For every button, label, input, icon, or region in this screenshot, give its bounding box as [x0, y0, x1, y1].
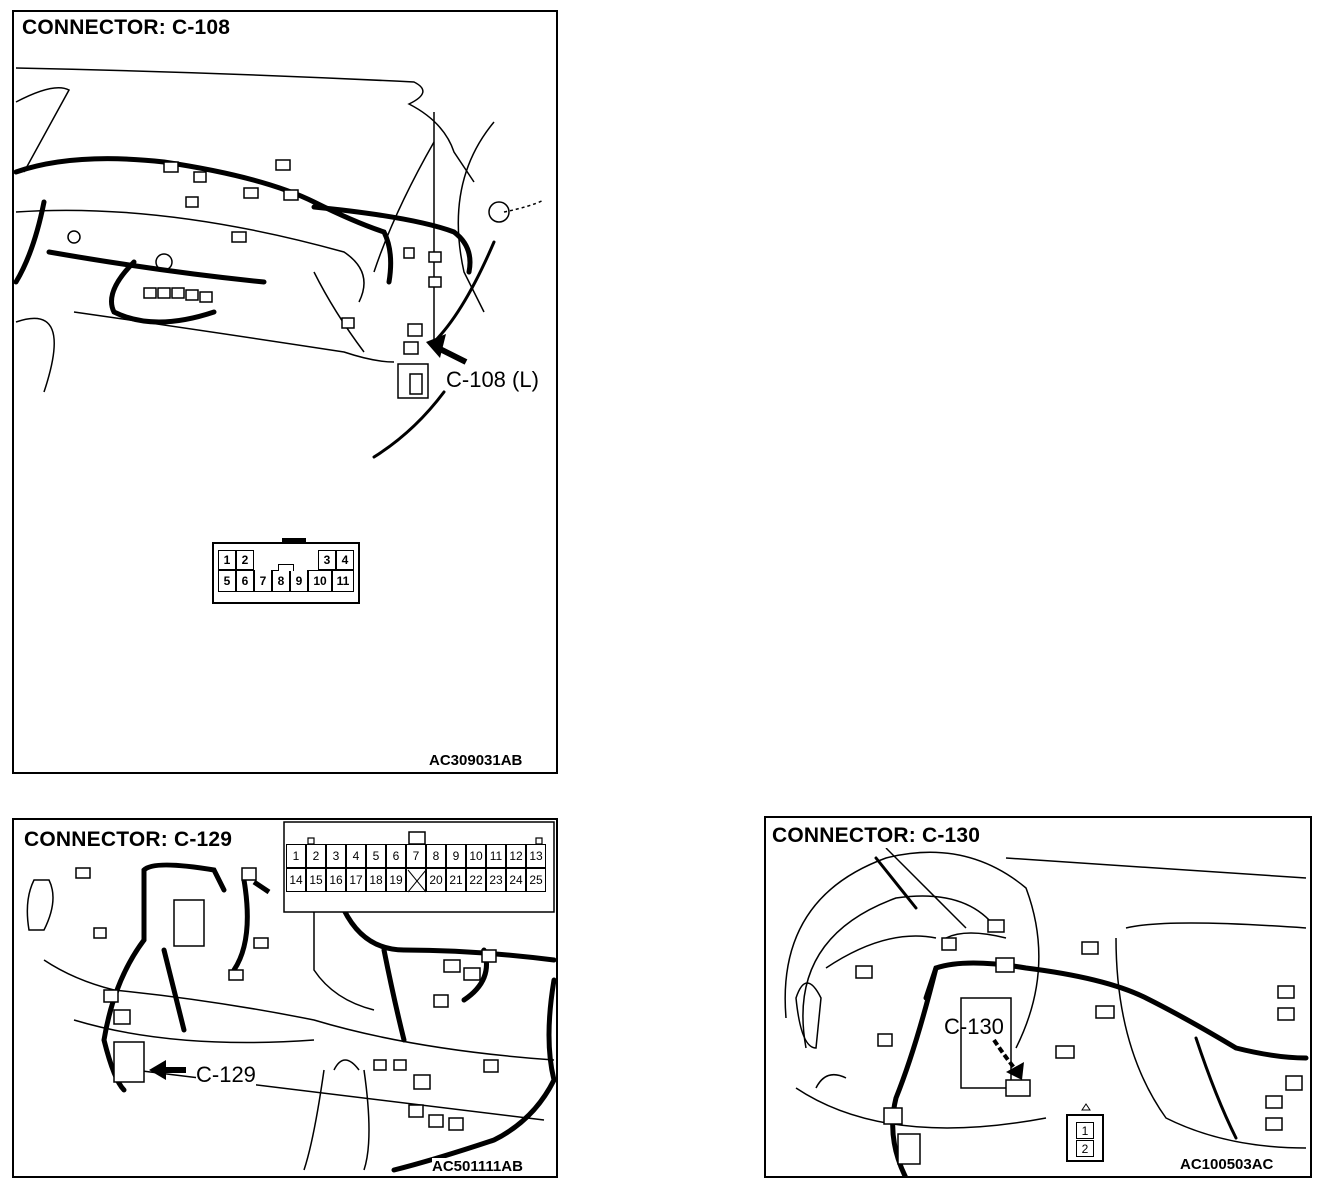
c129-pin: 20 [426, 868, 446, 892]
c108-title: CONNECTOR: C-108 [22, 16, 231, 40]
c108-pin: 10 [308, 570, 332, 592]
c129-pin: 4 [346, 844, 366, 868]
connector-c108-panel: CONNECTOR: C-108 C-108 (L) 1 2 3 4 5 6 7… [12, 10, 558, 774]
c108-pin: 3 [318, 550, 336, 570]
c129-pin: 25 [526, 868, 546, 892]
c130-connector-face: 1 2 [1066, 1114, 1104, 1162]
c129-pin: 8 [426, 844, 446, 868]
c108-pin: 4 [336, 550, 354, 570]
c108-pin: 1 [218, 550, 236, 570]
c129-pin: 7 [406, 844, 426, 868]
c130-pin: 2 [1076, 1140, 1094, 1157]
c129-pin: 17 [346, 868, 366, 892]
c108-pin: 2 [236, 550, 254, 570]
c129-pin: 2 [306, 844, 326, 868]
c129-image-code: AC501111AB [432, 1158, 523, 1175]
c129-pin: 1 [286, 844, 306, 868]
c129-pin: 9 [446, 844, 466, 868]
c108-harness-drawing [14, 67, 545, 542]
c129-pin: 16 [326, 868, 346, 892]
c129-title: CONNECTOR: C-129 [24, 828, 233, 852]
c108-connector-face: 1 2 3 4 5 6 7 8 9 10 11 [212, 542, 360, 604]
c130-title: CONNECTOR: C-130 [772, 824, 981, 848]
c108-callout: C-108 (L) [446, 367, 539, 392]
c129-pin: 5 [366, 844, 386, 868]
c108-pin: 11 [332, 570, 354, 592]
c108-pin: 5 [218, 570, 236, 592]
c129-pin: 3 [326, 844, 346, 868]
c129-pin: 24 [506, 868, 526, 892]
connector-c130-panel: CONNECTOR: C-130 C-130 1 2 AC100503AC [764, 816, 1312, 1178]
c129-pin: 13 [526, 844, 546, 868]
c130-harness-drawing [784, 847, 1309, 1176]
c129-callout: C-129 [196, 1062, 256, 1088]
c129-pin: 15 [306, 868, 326, 892]
c130-image-code: AC100503AC [1180, 1156, 1274, 1173]
c108-lock-tab [278, 564, 294, 571]
c129-pin: 18 [366, 868, 386, 892]
c129-pin: 22 [466, 868, 486, 892]
c129-pin: 11 [486, 844, 506, 868]
c129-pin: 23 [486, 868, 506, 892]
c130-pin: 1 [1076, 1122, 1094, 1139]
c129-pin-unused [406, 868, 427, 893]
c108-pin: 8 [272, 570, 290, 592]
c129-pin: 6 [386, 844, 406, 868]
c129-pin: 19 [386, 868, 406, 892]
c129-pin: 10 [466, 844, 486, 868]
c129-pin: 21 [446, 868, 466, 892]
c108-pin: 6 [236, 570, 254, 592]
c108-pin: 7 [254, 570, 272, 592]
c129-pin: 14 [286, 868, 306, 892]
c108-pin: 9 [290, 570, 308, 592]
c129-pin: 12 [506, 844, 526, 868]
c130-callout: C-130 [944, 1014, 1004, 1039]
c108-image-code: AC309031AB [429, 752, 523, 769]
